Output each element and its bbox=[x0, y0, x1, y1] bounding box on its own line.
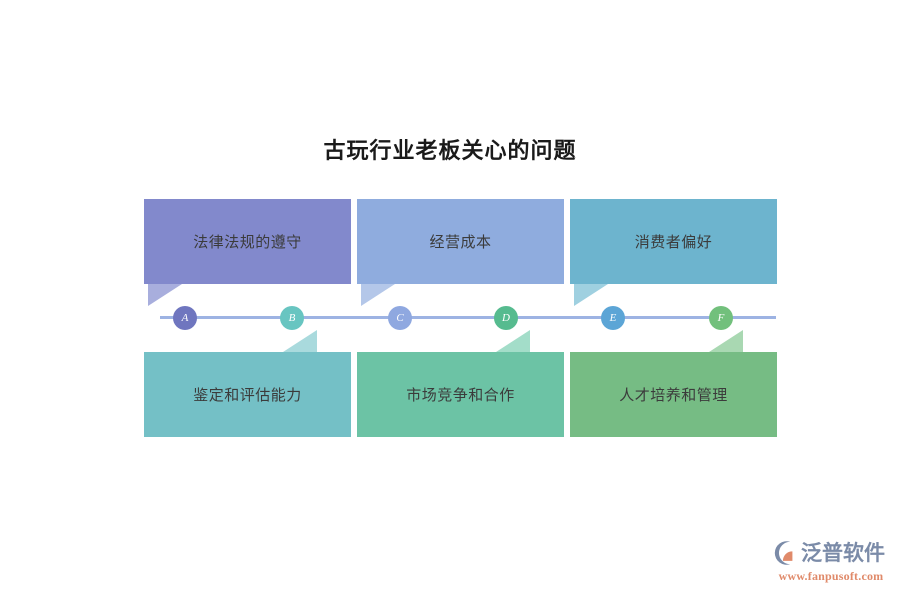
bottom-item-box-2[interactable]: 市场竞争和合作 bbox=[357, 352, 564, 437]
top-item-box-2[interactable]: 经营成本 bbox=[357, 199, 564, 284]
timeline-node-d[interactable]: D bbox=[494, 306, 518, 330]
timeline-node-e[interactable]: E bbox=[601, 306, 625, 330]
logo-brand-text: 泛普软件 bbox=[801, 541, 885, 565]
top-item-box-3[interactable]: 消费者偏好 bbox=[570, 199, 777, 284]
bottom-item-tail bbox=[709, 330, 743, 352]
timeline-node-c[interactable]: C bbox=[388, 306, 412, 330]
top-item-tail bbox=[148, 284, 182, 306]
top-item-tail bbox=[574, 284, 608, 306]
top-item-tail bbox=[361, 284, 395, 306]
timeline-axis bbox=[160, 316, 776, 319]
bottom-item-box-3[interactable]: 人才培养和管理 bbox=[570, 352, 777, 437]
timeline-node-b[interactable]: B bbox=[280, 306, 304, 330]
page-title: 古玩行业老板关心的问题 bbox=[323, 138, 577, 163]
bottom-item-box-1[interactable]: 鉴定和评估能力 bbox=[144, 352, 351, 437]
bottom-item-tail bbox=[496, 330, 530, 352]
brand-logo: 泛普软件 www.fanpusoft.com bbox=[770, 538, 892, 588]
timeline-node-a[interactable]: A bbox=[173, 306, 197, 330]
fanpu-logo-icon bbox=[774, 541, 793, 565]
logo-row: 泛普软件 bbox=[770, 538, 892, 568]
timeline-node-f[interactable]: F bbox=[709, 306, 733, 330]
top-item-box-1[interactable]: 法律法规的遵守 bbox=[144, 199, 351, 284]
bottom-item-tail bbox=[283, 330, 317, 352]
logo-url-text: www.fanpusoft.com bbox=[778, 569, 884, 583]
